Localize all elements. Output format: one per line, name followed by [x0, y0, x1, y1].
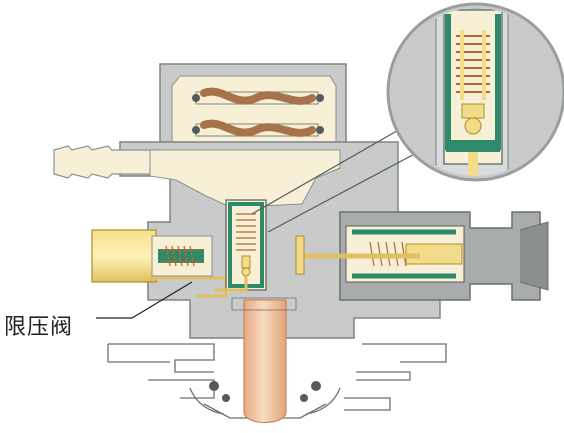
- pump-plunger: [243, 299, 287, 423]
- plunger-bore: [231, 297, 297, 311]
- pressure-damper-coils: [192, 87, 324, 137]
- fuel-inlet-pipe: [53, 145, 161, 179]
- magnified-valve-detail: [386, 2, 564, 182]
- pressure-limiting-valve: [214, 199, 267, 292]
- left-outlet-fitting: [91, 229, 228, 298]
- pressure-limiting-valve-label: 限压阀: [4, 315, 74, 340]
- magnifier-leader-lines: [251, 127, 423, 233]
- inlet-solenoid-valve: [295, 211, 549, 301]
- label-leader-line: [96, 281, 193, 319]
- mount-flange-outline: [107, 343, 447, 419]
